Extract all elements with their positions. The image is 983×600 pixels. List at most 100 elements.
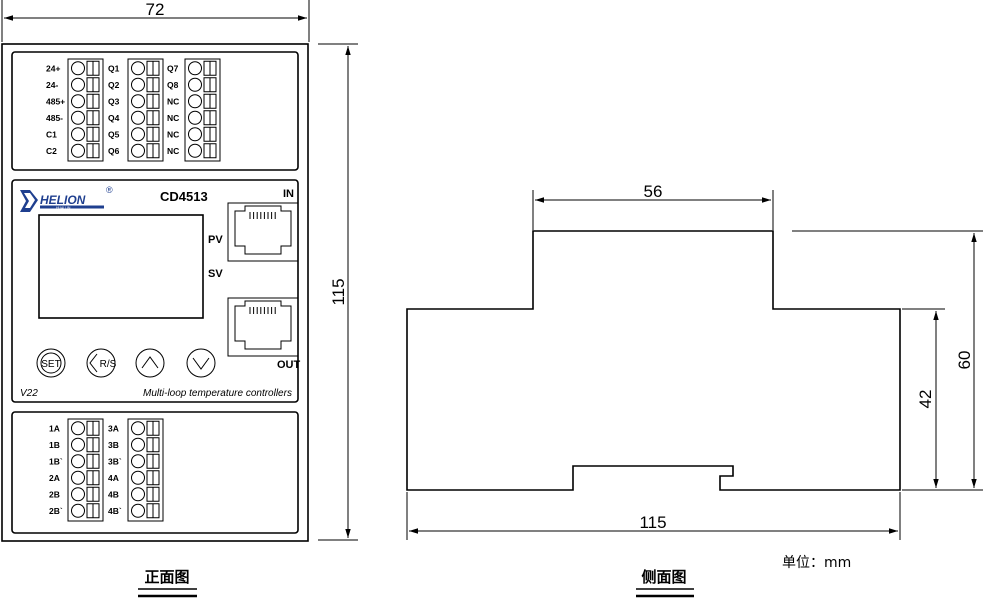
rj45-port-out: [227, 297, 299, 357]
side-height-42-dimension: 42: [902, 308, 983, 491]
terminal: NC: [167, 110, 217, 126]
terminal-label: 3B`: [108, 456, 122, 466]
front-width-dimension: 72: [1, 0, 310, 42]
terminal-label: 3A: [108, 423, 119, 433]
side-top-label: 56: [644, 182, 663, 201]
helion-logo: HELION HUALUN ®: [20, 185, 113, 212]
port-out-label: OUT: [277, 359, 301, 371]
terminal-label: NC: [167, 113, 179, 123]
terminal: Q8: [167, 77, 217, 93]
terminal-label: 1A: [49, 423, 60, 433]
terminal: Q3: [108, 93, 160, 109]
terminal-label: Q5: [108, 129, 120, 139]
terminal: 485-: [46, 110, 100, 126]
terminal-label: 24+: [46, 63, 60, 73]
terminal-label: Q2: [108, 80, 120, 90]
terminal-label: 1B: [49, 440, 60, 450]
front-body-outline: [1, 43, 309, 542]
model-number: CD4513: [160, 189, 208, 204]
terminal: Q4: [108, 110, 160, 126]
terminal: 2B`: [49, 503, 100, 519]
side-height-60-label: 60: [955, 351, 974, 370]
front-height-dimension: 115: [318, 43, 358, 541]
terminal-label: Q8: [167, 80, 179, 90]
side-bottom-label: 115: [639, 513, 666, 532]
terminal: 485+: [46, 93, 100, 109]
terminal-label: NC: [167, 96, 179, 106]
bottom-terminal-blocks: 1A 1B 1B` 2A 2B 2B` 3A 3B 3B` 4A 4B 4B`: [49, 418, 164, 522]
terminal: 4B`: [108, 503, 160, 519]
terminal-label: NC: [167, 146, 179, 156]
side-height-42-label: 42: [916, 390, 935, 409]
terminal-label: 2A: [49, 473, 60, 483]
rs-button-label: R/S: [100, 359, 117, 370]
side-profile-outline: [406, 230, 901, 491]
rj45-port-in: [227, 202, 299, 262]
terminal: 3A: [108, 420, 160, 436]
terminal: 4B: [108, 486, 160, 502]
terminal: 4A: [108, 470, 160, 486]
set-button[interactable]: SET: [36, 348, 66, 378]
terminal-label: 4B: [108, 489, 119, 499]
terminal: C2: [46, 143, 100, 159]
front-height-label: 115: [329, 278, 348, 305]
terminal-block: 3A 3B 3B` 4A 4B 4B`: [108, 418, 164, 522]
rs-button[interactable]: R/S: [86, 348, 117, 378]
version-label: V22: [20, 388, 38, 399]
terminal-label: 4A: [108, 473, 119, 483]
terminal-label: 2B: [49, 489, 60, 499]
pv-label: PV: [208, 234, 223, 246]
sv-label: SV: [208, 268, 223, 280]
terminal: Q1: [108, 60, 160, 76]
terminal-label: Q3: [108, 96, 120, 106]
terminal-label: 485-: [46, 113, 63, 123]
lcd-display: [38, 214, 204, 319]
terminal-label: C1: [46, 129, 57, 139]
terminal-label: Q1: [108, 63, 120, 73]
terminal-label: C2: [46, 146, 57, 156]
product-description: Multi-loop temperature controllers: [143, 388, 292, 399]
terminal-label: Q7: [167, 63, 179, 73]
terminal: 1B`: [49, 453, 100, 469]
side-top-dimension: 56: [532, 182, 774, 230]
down-button[interactable]: [186, 348, 216, 378]
terminal-label: 24-: [46, 80, 58, 90]
terminal: Q6: [108, 143, 160, 159]
terminal: 1B: [49, 437, 100, 453]
terminal-label: 2B`: [49, 506, 63, 516]
terminal: C1: [46, 126, 100, 142]
front-width-label: 72: [146, 0, 165, 19]
brand-sub: HUALUN: [56, 206, 71, 210]
terminal-label: 485+: [46, 96, 65, 106]
terminal-label: NC: [167, 129, 179, 139]
port-in-label: IN: [283, 188, 294, 200]
terminal: 1A: [49, 420, 100, 436]
set-button-label: SET: [41, 359, 60, 370]
bottom-terminal-panel: [11, 411, 299, 534]
terminal: 24+: [46, 60, 100, 76]
terminal-label: 3B: [108, 440, 119, 450]
side-bottom-dimension: 115: [406, 492, 901, 540]
terminal: NC: [167, 143, 217, 159]
front-view-caption: 正面图: [144, 568, 189, 586]
brand-name: HELION: [40, 193, 86, 207]
registered-mark: ®: [106, 185, 113, 195]
unit-label: 单位：mm: [782, 555, 851, 571]
front-view: 72 24+24-485+485-C1C2Q1Q2Q3Q4Q5Q6Q7Q8NCN…: [1, 0, 358, 598]
terminal: 3B`: [108, 453, 160, 469]
terminal: Q7: [167, 60, 217, 76]
terminal-label: 1B`: [49, 456, 63, 466]
terminal-block: 1A 1B 1B` 2A 2B 2B`: [49, 418, 104, 522]
terminal-label: 4B`: [108, 506, 122, 516]
up-button[interactable]: [135, 348, 165, 378]
top-terminal-panel: [11, 51, 299, 171]
terminal: NC: [167, 93, 217, 109]
terminal: Q2: [108, 77, 160, 93]
side-view-caption: 侧面图: [641, 568, 686, 586]
side-view: 56 42 60 115 单位：mm 侧面图: [406, 182, 983, 598]
side-height-60-dimension: 60: [792, 230, 983, 488]
